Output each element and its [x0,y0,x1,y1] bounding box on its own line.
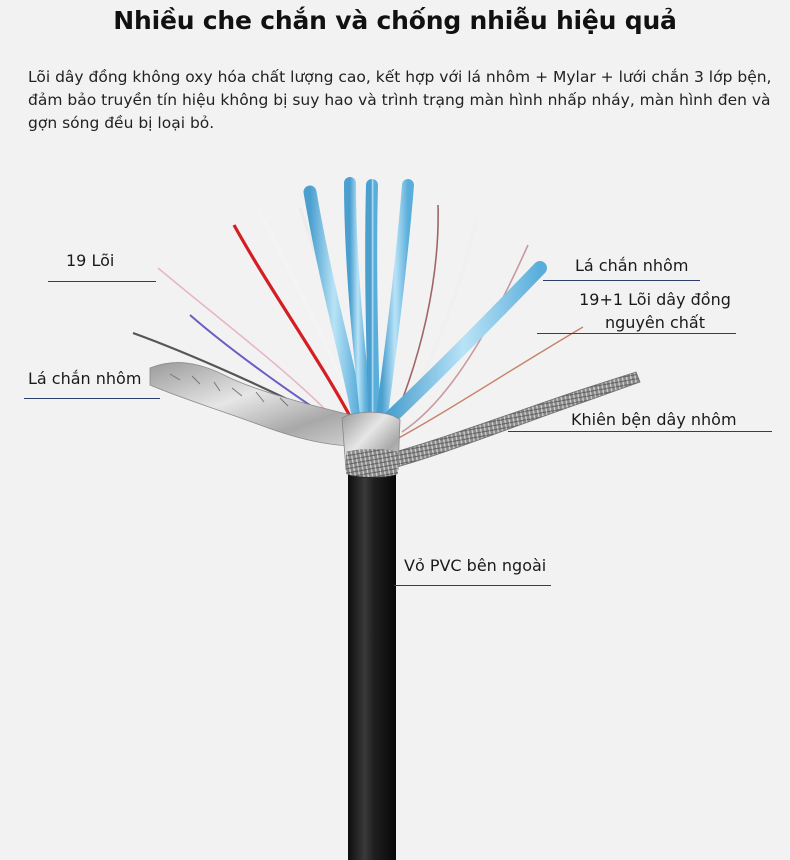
label-braided-shield: Khiên bện dây nhôm [571,410,737,429]
core-wire-rose [401,244,529,433]
page-title: Nhiều che chắn và chống nhiễu hiệu quả [113,6,677,35]
leader-braided-shield [508,431,772,432]
blue-pair-4 [376,179,414,421]
blue-pair-5 [381,261,547,427]
label-pure-copper-line1: 19+1 Lõi dây đồng [579,290,731,309]
label-aluminum-foil-right: Lá chắn nhôm [575,256,689,275]
blue-pair-2 [344,177,372,421]
leader-pvc-jacket [394,585,551,586]
foil-wrinkles [169,373,289,407]
braided-shield [383,371,641,471]
label-pure-copper-line2: nguyên chất [605,313,705,332]
description: Lõi dây đồng không oxy hóa chất lượng ca… [28,68,772,132]
leader-aluminum-foil-left [24,398,160,399]
core-wire-pink [157,267,341,426]
core-wire-white-1 [256,209,360,421]
leader-pure-copper [537,333,736,334]
blue-pair-3 [365,179,380,421]
braid-collar [346,449,398,477]
label-19-cores: 19 Lõi [66,251,115,270]
label-pvc-jacket: Vỏ PVC bên ngoài [404,556,547,575]
blue-pair-1 [303,185,365,422]
core-wire-copper [394,326,584,441]
core-wire-red [232,224,354,421]
leader-19-cores [48,281,156,282]
pvc-jacket [348,472,396,860]
leader-aluminum-foil-right [543,280,700,281]
label-aluminum-foil-left: Lá chắn nhôm [28,369,142,388]
